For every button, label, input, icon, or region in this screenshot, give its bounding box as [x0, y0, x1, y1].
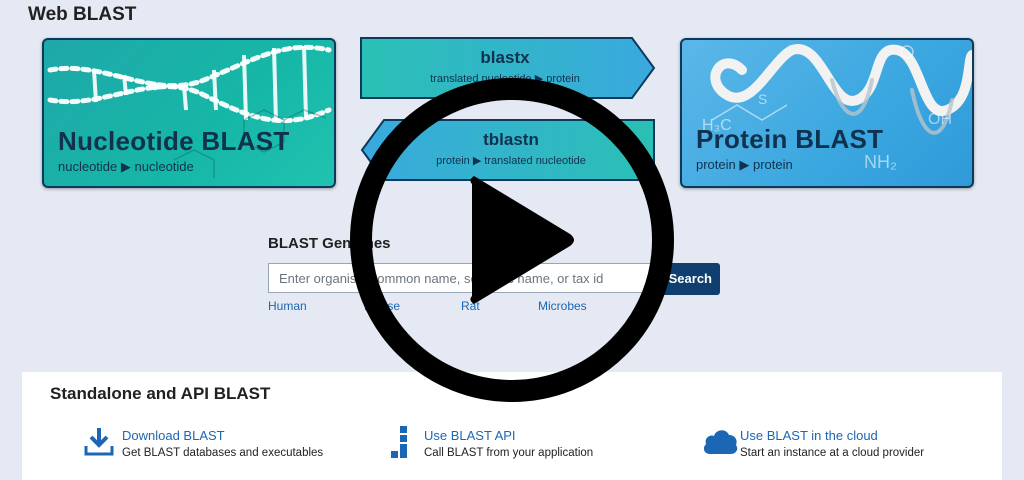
blast-api-desc: Call BLAST from your application: [424, 447, 594, 459]
download-blast-desc: Get BLAST databases and executables: [122, 447, 324, 459]
download-icon: [84, 428, 114, 456]
nucleotide-blast-subtitle: nucleotide ▶ nucleotide: [58, 159, 194, 174]
protein-blast-card[interactable]: H₃C S OH NH₂ Protein BLAST protein ▶ pro…: [680, 38, 974, 188]
svg-text:NH₂: NH₂: [864, 152, 897, 172]
blast-api-link[interactable]: Use BLAST API: [424, 428, 516, 443]
protein-helix-icon: H₃C S OH NH₂: [702, 44, 972, 172]
genome-link-human[interactable]: Human: [268, 299, 307, 313]
page-title: Web BLAST: [28, 4, 137, 25]
blast-cloud-link[interactable]: Use BLAST in the cloud: [740, 428, 878, 443]
svg-text:OH: OH: [928, 111, 952, 128]
download-blast-link[interactable]: Download BLAST: [122, 428, 225, 443]
nucleotide-blast-title: Nucleotide BLAST: [58, 126, 290, 156]
blast-cloud-desc: Start an instance at a cloud provider: [740, 447, 925, 459]
protein-blast-title: Protein BLAST: [696, 124, 884, 154]
cloud-icon: [703, 430, 738, 454]
svg-text:H₃C: H₃C: [702, 117, 732, 134]
blastx-title: blastx: [480, 48, 530, 67]
svg-text:S: S: [758, 91, 767, 107]
standalone-title: Standalone and API BLAST: [50, 384, 271, 403]
api-blocks-icon: [391, 426, 407, 458]
dna-helix-icon: [47, 44, 332, 178]
tblastn-title: tblastn: [483, 130, 539, 149]
play-icon[interactable]: [348, 76, 676, 404]
genome-link-microbes[interactable]: Microbes: [538, 299, 587, 313]
protein-blast-subtitle: protein ▶ protein: [696, 157, 793, 172]
tblastn-subtitle: protein ▶ translated nucleotide: [436, 155, 586, 167]
nucleotide-blast-card[interactable]: Nucleotide BLAST nucleotide ▶ nucleotide: [42, 38, 336, 188]
tblastn-card[interactable]: tblastn protein ▶ translated nucleotide: [360, 119, 656, 181]
standalone-panel: Standalone and API BLAST Download BLAST …: [22, 372, 1002, 480]
right-arrow-shape: [360, 37, 656, 99]
